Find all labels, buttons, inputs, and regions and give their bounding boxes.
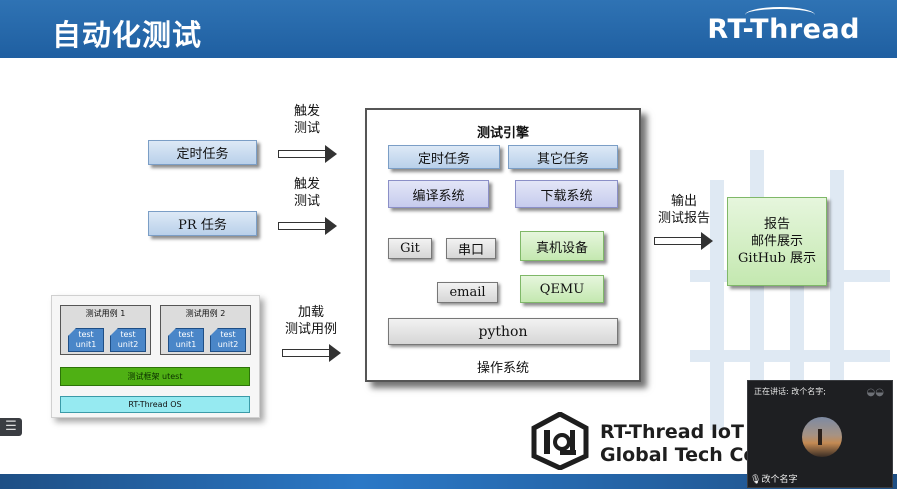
python-layer: python <box>388 318 618 345</box>
slide-title: 自动化测试 <box>52 18 203 52</box>
speaking-indicator: 正在讲话: 改个名字; <box>754 387 826 396</box>
participant-name: 🎙改个名字 <box>750 475 798 485</box>
engine-title: 测试引擎 <box>476 126 529 141</box>
pr-task-box: PR 任务 <box>148 211 257 236</box>
test-engine-panel: 测试引擎 定时任务 其它任务 编译系统 下载系统 Git 串口 真机设备 ema… <box>365 108 641 382</box>
load-test-case-label: 加载测试用例 <box>284 305 337 337</box>
build-system-box: 编译系统 <box>388 180 489 208</box>
engine-other-task: 其它任务 <box>508 145 618 169</box>
brand-logo: RT-Thread <box>707 14 860 45</box>
trigger-label-2: 触发测试 <box>293 177 320 209</box>
rtthread-os-bar: RT-Thread OS <box>60 396 250 413</box>
arrow-right-icon <box>654 232 714 250</box>
arrow-right-icon <box>278 217 338 235</box>
microphone-icon: 🎙 <box>750 475 762 485</box>
iot-conference-line-1: RT-Thread IoT C <box>600 421 765 443</box>
trigger-label-1: 触发测试 <box>293 104 320 136</box>
slide-footer-band <box>0 474 897 489</box>
arrow-right-icon <box>282 344 342 362</box>
iot-conference-logo-icon <box>531 412 589 470</box>
output-report-label: 输出测试报告 <box>657 194 710 226</box>
utest-framework-bar: 测试框架 utest <box>60 367 250 386</box>
brand-swoosh-icon <box>745 7 815 23</box>
download-system-box: 下载系统 <box>515 180 618 208</box>
iot-conference-line-2: Global Tech Co <box>600 444 757 466</box>
report-box: 报告 邮件展示 GitHub 展示 <box>727 197 827 286</box>
timer-task-box: 定时任务 <box>148 140 257 165</box>
real-device-box: 真机设备 <box>520 231 604 261</box>
slide-header: 自动化测试 RT-Thread <box>0 0 897 58</box>
camera-icon[interactable]: ◒◒ <box>866 387 884 398</box>
git-box: Git <box>388 238 432 259</box>
serial-port-box: 串口 <box>446 238 496 259</box>
email-box: email <box>437 282 498 303</box>
avatar <box>802 417 842 457</box>
engine-timer-task: 定时任务 <box>388 145 500 169</box>
arrow-right-icon <box>278 145 338 163</box>
qemu-box: QEMU <box>520 275 604 303</box>
list-icon[interactable]: ☰ <box>0 418 22 436</box>
os-layer-label: 操作系统 <box>476 361 529 376</box>
participant-video-panel[interactable]: 正在讲话: 改个名字; ◒◒ 🎙改个名字 <box>747 380 893 488</box>
